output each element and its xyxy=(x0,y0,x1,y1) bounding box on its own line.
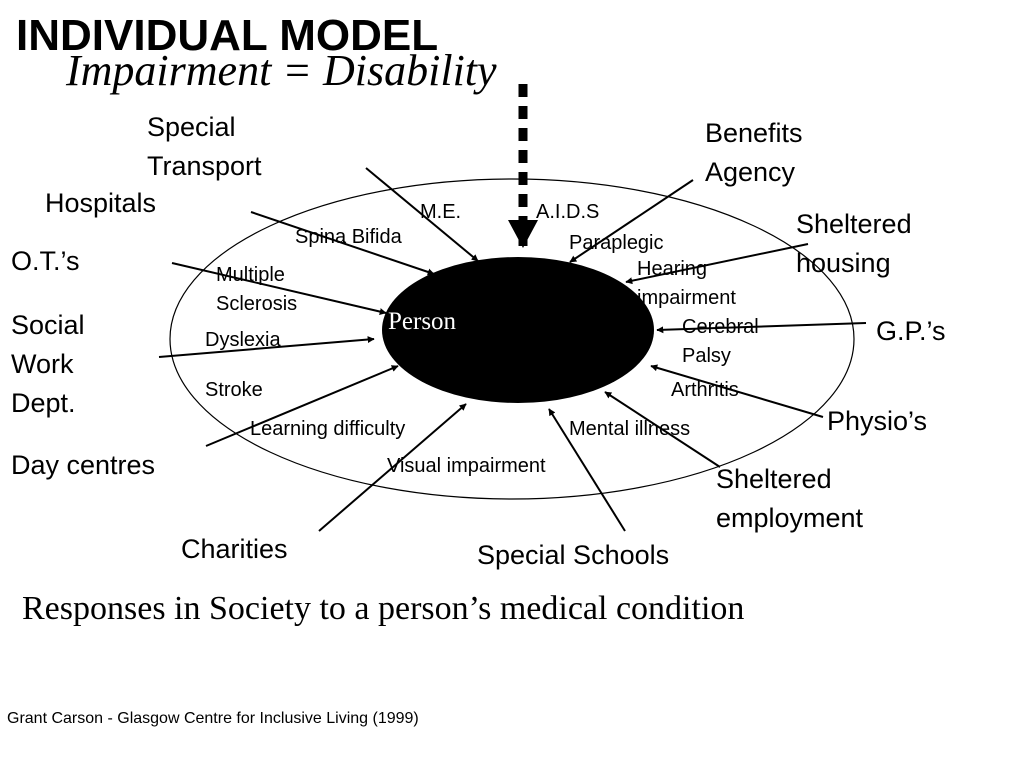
arrow-ots xyxy=(171,262,387,315)
society-ellipse xyxy=(169,178,855,500)
response-hospitals: Hospitals xyxy=(45,188,157,218)
arrow-sheltered-housing xyxy=(625,243,809,285)
response-day-centres: Day centres xyxy=(11,450,156,480)
person-oval xyxy=(382,257,654,403)
arrow-social-work xyxy=(158,336,375,358)
condition-learning-difficulty: Learning difficulty xyxy=(250,418,406,440)
response-social-work: Social Work Dept. xyxy=(11,310,85,418)
arrow-physios xyxy=(650,364,824,418)
arrow-hospitals xyxy=(250,211,435,276)
response-ots: O.T.’s xyxy=(11,246,80,276)
arrow-special-transport xyxy=(365,167,479,262)
condition-me: M.E. xyxy=(420,201,462,223)
condition-arthritis: Arthritis xyxy=(671,379,739,401)
condition-visual-impairment: Visual impairment xyxy=(387,455,546,477)
condition-mental-illness: Mental illness xyxy=(569,418,691,440)
response-sheltered-employment: Sheltered employment xyxy=(716,464,864,533)
response-physios: Physio’s xyxy=(827,406,928,436)
page-subtitle: Impairment = Disability xyxy=(66,46,497,95)
condition-hearing-impairment: Hearing impairment xyxy=(637,258,736,309)
dotted-arrow-head xyxy=(508,220,538,248)
arrow-special-schools xyxy=(548,408,626,532)
person-label: Person xyxy=(388,308,457,335)
condition-paraplegic: Paraplegic xyxy=(569,232,664,254)
caption: Responses in Society to a person’s medic… xyxy=(22,590,745,627)
response-special-transport: Special Transport xyxy=(147,112,262,181)
arrow-day-centres xyxy=(205,365,399,447)
arrow-benefits-agency xyxy=(569,179,694,263)
response-gps: G.P.’s xyxy=(876,316,946,346)
page-title: INDIVIDUAL MODEL xyxy=(16,11,439,60)
response-sheltered-housing: Sheltered housing xyxy=(796,209,912,278)
arrow-sheltered-employment xyxy=(604,391,721,468)
condition-cerebral-palsy: Cerebral Palsy xyxy=(682,316,759,367)
arrow-charities xyxy=(318,403,467,532)
response-benefits-agency: Benefits Agency xyxy=(705,118,803,187)
condition-spina-bifida: Spina Bifida xyxy=(295,226,402,248)
condition-dyslexia: Dyslexia xyxy=(205,329,281,351)
condition-multiple-sclerosis: Multiple Sclerosis xyxy=(216,264,298,315)
arrow-gps xyxy=(656,322,867,334)
response-special-schools: Special Schools xyxy=(477,540,670,570)
condition-stroke: Stroke xyxy=(205,379,263,401)
credit: Grant Carson - Glasgow Centre for Inclus… xyxy=(7,710,419,727)
condition-aids: A.I.D.S xyxy=(536,201,600,223)
response-charities: Charities xyxy=(181,534,288,564)
